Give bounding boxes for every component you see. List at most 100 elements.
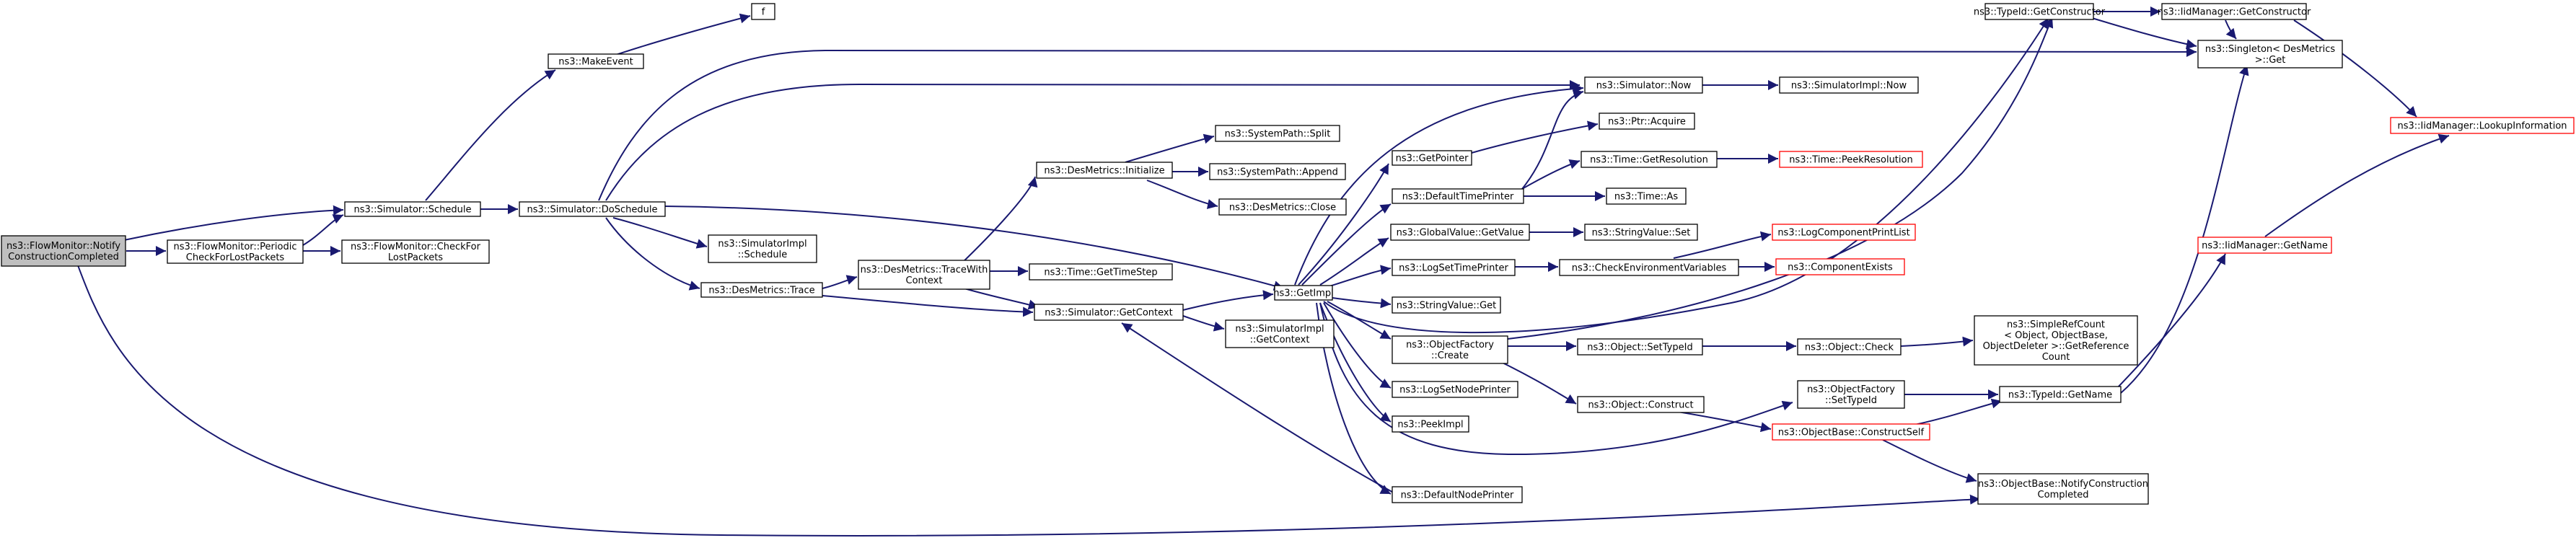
edge-typeidgetname-singleton xyxy=(2120,64,2249,394)
edge-objcheck-simplerefcount xyxy=(1900,336,1974,347)
node-getcontext[interactable]: ns3::Simulator::GetContext xyxy=(1034,304,1184,321)
node-root[interactable]: ns3::FlowMonitor::NotifyConstructionComp… xyxy=(1,235,126,267)
node-label-line: ns3::SimulatorImpl::Now xyxy=(1791,81,1907,92)
edge-getimpl-logsettime xyxy=(1327,265,1392,288)
edge-getimpl-globalvalue xyxy=(1319,237,1389,286)
node-doschedule[interactable]: ns3::Simulator::DoSchedule xyxy=(519,201,666,217)
node-label-line: ns3::Time::GetResolution xyxy=(1590,155,1708,166)
node-logcomplist[interactable]: ns3::LogComponentPrintList xyxy=(1772,224,1916,241)
node-box xyxy=(1036,162,1173,179)
node-stringget[interactable]: ns3::StringValue::Get xyxy=(1392,296,1501,314)
node-append[interactable]: ns3::SystemPath::Append xyxy=(1209,163,1346,180)
node-box xyxy=(1977,473,2149,505)
node-label-line: ns3::DesMetrics::Trace xyxy=(708,286,814,296)
edge-makeevent-f xyxy=(607,13,751,58)
node-checklost[interactable]: ns3::FlowMonitor::CheckForLostPackets xyxy=(341,239,490,264)
node-compexists[interactable]: ns3::ComponentExists xyxy=(1775,258,1905,275)
node-timeas[interactable]: ns3::Time::As xyxy=(1606,187,1687,205)
node-desclose[interactable]: ns3::DesMetrics::Close xyxy=(1218,198,1347,216)
node-box xyxy=(1392,188,1524,204)
call-edges xyxy=(75,6,2450,537)
node-label-line: ns3::StringValue::Set xyxy=(1592,228,1691,239)
node-box xyxy=(2161,3,2307,20)
node-label-line: ns3::Time::As xyxy=(1614,192,1679,203)
node-label-line: ns3::Time::GetTimeStep xyxy=(1044,268,1157,278)
node-makeevent[interactable]: ns3::MakeEvent xyxy=(548,53,644,69)
edge-typeidgetname-iidgetname xyxy=(2116,253,2226,389)
node-box xyxy=(1772,423,1930,441)
node-iidgetname[interactable]: ns3::IidManager::GetName xyxy=(2197,237,2332,254)
node-simimplctx[interactable]: ns3::SimulatorImpl::GetContext xyxy=(1225,319,1335,348)
node-typeidgetname[interactable]: ns3::TypeId::GetName xyxy=(1999,386,2122,403)
node-box xyxy=(1584,224,1698,241)
node-globalvalue[interactable]: ns3::GlobalValue::GetValue xyxy=(1390,224,1530,241)
node-box xyxy=(1779,151,1923,168)
node-label-line: ns3::SimulatorImpl xyxy=(718,239,806,250)
node-objcheck[interactable]: ns3::Object::Check xyxy=(1797,338,1902,356)
node-box xyxy=(1392,381,1518,398)
node-box xyxy=(1577,338,1703,356)
node-objconstruct[interactable]: ns3::Object::Construct xyxy=(1577,396,1705,413)
node-f[interactable]: f xyxy=(751,3,775,20)
node-label-line: ns3::MakeEvent xyxy=(558,57,633,68)
node-checkenv[interactable]: ns3::CheckEnvironmentVariables xyxy=(1559,259,1739,276)
node-iidgetctor[interactable]: ns3::IidManager::GetConstructor xyxy=(2158,3,2311,20)
node-typeidgetctor[interactable]: ns3::TypeId::GetConstructor xyxy=(1974,3,2106,20)
node-gettimestep[interactable]: ns3::Time::GetTimeStep xyxy=(1029,263,1173,281)
node-desinit[interactable]: ns3::DesMetrics::Initialize xyxy=(1036,162,1173,179)
node-objsettypeid[interactable]: ns3::Object::SetTypeId xyxy=(1577,338,1703,356)
node-box xyxy=(1577,396,1705,413)
node-getimpl[interactable]: ns3::GetImpl xyxy=(1273,285,1334,301)
node-box xyxy=(1559,259,1739,276)
node-singleton[interactable]: ns3::Singleton< DesMetrics>::Get xyxy=(2197,40,2343,69)
node-box xyxy=(1392,415,1469,433)
node-getres[interactable]: ns3::Time::GetResolution xyxy=(1581,151,1718,168)
node-deftimeprinter[interactable]: ns3::DefaultTimePrinter xyxy=(1392,188,1524,204)
edge-constructself-typeidgetname xyxy=(1904,398,2003,428)
node-stringset[interactable]: ns3::StringValue::Set xyxy=(1584,224,1698,241)
node-desmtrace[interactable]: ns3::DesMetrics::Trace xyxy=(700,282,823,298)
node-ptracquire[interactable]: ns3::Ptr::Acquire xyxy=(1599,112,1695,130)
node-label-line: ns3::Singleton< DesMetrics xyxy=(2205,44,2336,55)
node-peekres[interactable]: ns3::Time::PeekResolution xyxy=(1779,151,1923,168)
node-box xyxy=(341,239,490,264)
node-label-line: ns3::IidManager::GetName xyxy=(2202,241,2328,252)
node-getpointer[interactable]: ns3::GetPointer xyxy=(1392,150,1472,166)
node-objfactsettid[interactable]: ns3::ObjectFactory::SetTypeId xyxy=(1797,380,1905,409)
node-peekimpl[interactable]: ns3::PeekImpl xyxy=(1392,415,1469,433)
node-box xyxy=(2197,40,2343,69)
edge-getimpl-simnow xyxy=(1294,84,1584,286)
edge-objfactcreate-typeidgetctor xyxy=(1507,17,2054,340)
edge-defnodeprinter-getcontext xyxy=(1121,322,1397,495)
node-label-line: LostPackets xyxy=(388,252,443,263)
node-simplerefcount[interactable]: ns3::SimpleRefCount< Object, ObjectBase,… xyxy=(1974,315,2138,366)
node-logsetnode[interactable]: ns3::LogSetNodePrinter xyxy=(1392,381,1518,398)
edge-doschedule-simnow xyxy=(605,80,1581,201)
node-box xyxy=(700,282,823,298)
edge-deftimeprinter-getres xyxy=(1521,159,1581,190)
node-simnow[interactable]: ns3::Simulator::Now xyxy=(1584,76,1703,94)
node-split[interactable]: ns3::SystemPath::Split xyxy=(1215,125,1340,142)
node-constructself[interactable]: ns3::ObjectBase::ConstructSelf xyxy=(1772,423,1930,441)
node-label-line: ns3::GlobalValue::GetValue xyxy=(1397,228,1524,239)
node-notifyconstr[interactable]: ns3::ObjectBase::NotifyConstructionCompl… xyxy=(1977,473,2149,505)
node-label-line: ns3::Simulator::DoSchedule xyxy=(527,205,657,216)
edge-deftimeprinter-simnow xyxy=(1521,89,1584,190)
node-simimplsched[interactable]: ns3::SimulatorImpl::Schedule xyxy=(708,234,817,263)
node-lookupinfo[interactable]: ns3::IidManager::LookupInformation xyxy=(2390,117,2575,134)
node-label-line: ::SetTypeId xyxy=(1825,395,1877,406)
edge-desinit-split xyxy=(1125,133,1215,163)
node-label-line: ns3::SimulatorImpl xyxy=(1235,324,1324,335)
node-logsettime[interactable]: ns3::LogSetTimePrinter xyxy=(1392,259,1516,276)
node-periodic[interactable]: ns3::FlowMonitor::PeriodicCheckForLostPa… xyxy=(167,239,304,264)
node-label-line: Context xyxy=(906,275,943,286)
node-simimplnow[interactable]: ns3::SimulatorImpl::Now xyxy=(1779,76,1919,94)
node-box xyxy=(1392,150,1472,166)
node-objfactcreate[interactable]: ns3::ObjectFactory::Create xyxy=(1392,335,1508,364)
node-defnodeprinter[interactable]: ns3::DefaultNodePrinter xyxy=(1392,486,1523,503)
node-label-line: ns3::SystemPath::Split xyxy=(1225,129,1331,140)
node-box xyxy=(858,260,990,290)
node-schedule[interactable]: ns3::Simulator::Schedule xyxy=(344,201,481,217)
node-label-line: ns3::DesMetrics::Initialize xyxy=(1044,166,1164,177)
